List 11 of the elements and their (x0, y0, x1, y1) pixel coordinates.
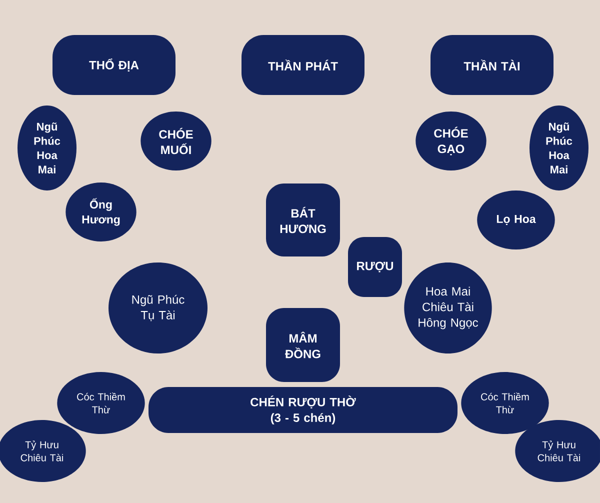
item-oval: Ngũ Phúc Hoa Mai (530, 106, 588, 190)
title-box: THẦN PHÁT (242, 35, 364, 95)
item-bar: CHÉN RƯỢU THỜ (3 - 5 chén) (148, 387, 458, 433)
item-oval: Hoa Mai Chiêu Tài Hông Ngọc (404, 262, 492, 354)
item-box: RƯỢU (348, 237, 402, 297)
item-box: BÁT HƯƠNG (266, 184, 340, 256)
item-box: MÂM ĐỒNG (266, 308, 340, 382)
title-box: THẦN TÀI (430, 35, 554, 95)
title-box: THỔ ĐỊA (52, 35, 176, 95)
item-oval: Ngũ Phúc Tụ Tài (108, 262, 208, 354)
item-oval: Ngũ Phúc Hoa Mai (18, 106, 76, 190)
